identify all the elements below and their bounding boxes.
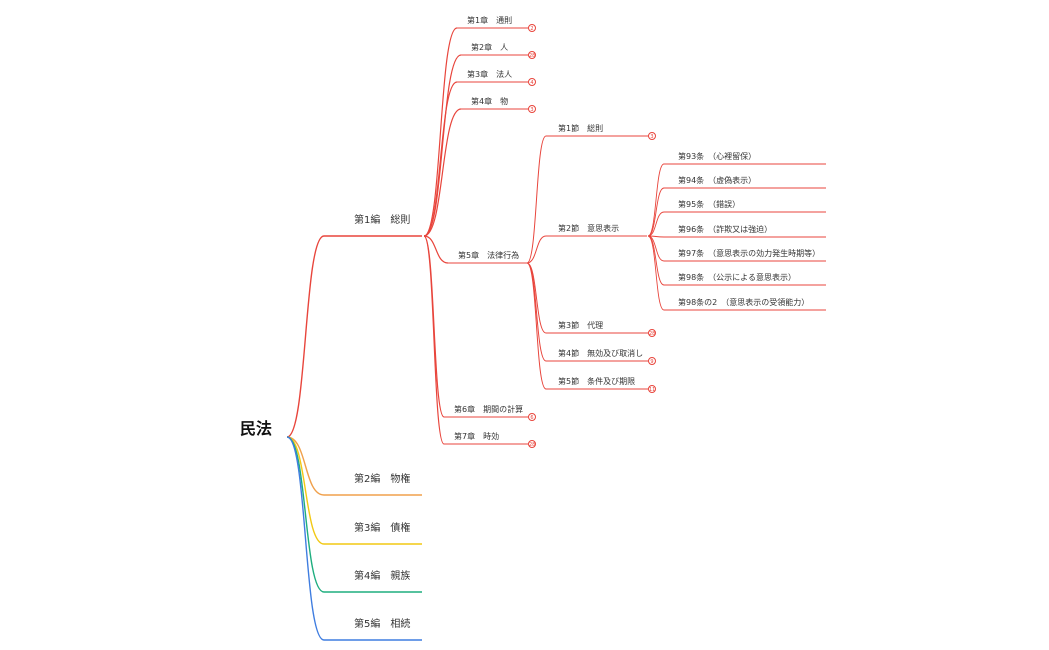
- chapter-c3[interactable]: 第3章 法人: [467, 70, 513, 79]
- chapter-c5[interactable]: 第5章 法律行為: [458, 251, 520, 260]
- article-a96[interactable]: 第96条 （詐欺又は強迫）: [678, 225, 773, 234]
- connector-s1: [526, 135, 547, 264]
- connector-a95: [647, 211, 665, 237]
- connector-a94: [647, 187, 665, 237]
- count-badge-c4[interactable]: 3: [528, 105, 536, 113]
- chapter-c2[interactable]: 第2章 人: [471, 43, 509, 52]
- connector-a97: [647, 235, 665, 262]
- count-badge-s4[interactable]: 9: [648, 357, 656, 365]
- section-s2[interactable]: 第2節 意思表示: [558, 224, 620, 233]
- article-a93[interactable]: 第93条 （心裡留保）: [678, 152, 757, 161]
- connector-a982: [647, 235, 665, 311]
- article-a97[interactable]: 第97条 （意思表示の効力発生時期等）: [678, 249, 821, 258]
- count-badge-c3[interactable]: 4: [528, 78, 536, 86]
- connector-b4: [286, 436, 325, 593]
- connector-c4: [423, 108, 462, 237]
- chapter-c1[interactable]: 第1章 通則: [467, 16, 513, 25]
- section-s5[interactable]: 第5節 条件及び期限: [558, 377, 636, 386]
- count-badge-s5[interactable]: 11: [648, 385, 656, 393]
- count-badge-c7[interactable]: 28: [528, 440, 536, 448]
- article-a98[interactable]: 第98条 （公示による意思表示）: [678, 273, 796, 282]
- connector-b1: [286, 235, 325, 438]
- branch-b2[interactable]: 第2編 物権: [354, 474, 411, 485]
- connector-c3: [423, 81, 458, 237]
- root-node[interactable]: 民法: [240, 419, 273, 438]
- count-badge-s3[interactable]: 28: [648, 329, 656, 337]
- branch-b1[interactable]: 第1編 総則: [354, 215, 411, 226]
- branch-b5[interactable]: 第5編 相続: [354, 619, 411, 630]
- connector-b3: [286, 436, 325, 545]
- count-badge-s1[interactable]: 3: [648, 132, 656, 140]
- article-a94[interactable]: 第94条 （虚偽表示）: [678, 176, 757, 185]
- article-a982[interactable]: 第98条の2 （意思表示の受領能力）: [678, 298, 810, 307]
- count-badge-c1[interactable]: 2: [528, 24, 536, 32]
- connector-b5: [286, 436, 325, 641]
- connector-c5: [423, 235, 449, 264]
- connector-c1: [423, 27, 458, 237]
- branch-b4[interactable]: 第4編 親族: [354, 571, 411, 582]
- article-a95[interactable]: 第95条 （錯誤）: [678, 200, 741, 209]
- count-badge-c2[interactable]: 28: [528, 51, 536, 59]
- count-badge-c6[interactable]: 6: [528, 413, 536, 421]
- connector-s2: [526, 235, 547, 264]
- connector-c7: [423, 235, 445, 445]
- connector-s5: [526, 262, 547, 390]
- section-s3[interactable]: 第3節 代理: [558, 321, 604, 330]
- section-s4[interactable]: 第4節 無効及び取消し: [558, 349, 644, 358]
- chapter-c7[interactable]: 第7章 時効: [454, 432, 500, 441]
- branch-b3[interactable]: 第3編 債権: [354, 523, 411, 534]
- connector-b2: [286, 436, 325, 496]
- section-s1[interactable]: 第1節 総則: [558, 124, 604, 133]
- connector-s4: [526, 262, 547, 362]
- chapter-c4[interactable]: 第4章 物: [471, 97, 509, 106]
- chapter-c6[interactable]: 第6章 期間の計算: [454, 405, 524, 414]
